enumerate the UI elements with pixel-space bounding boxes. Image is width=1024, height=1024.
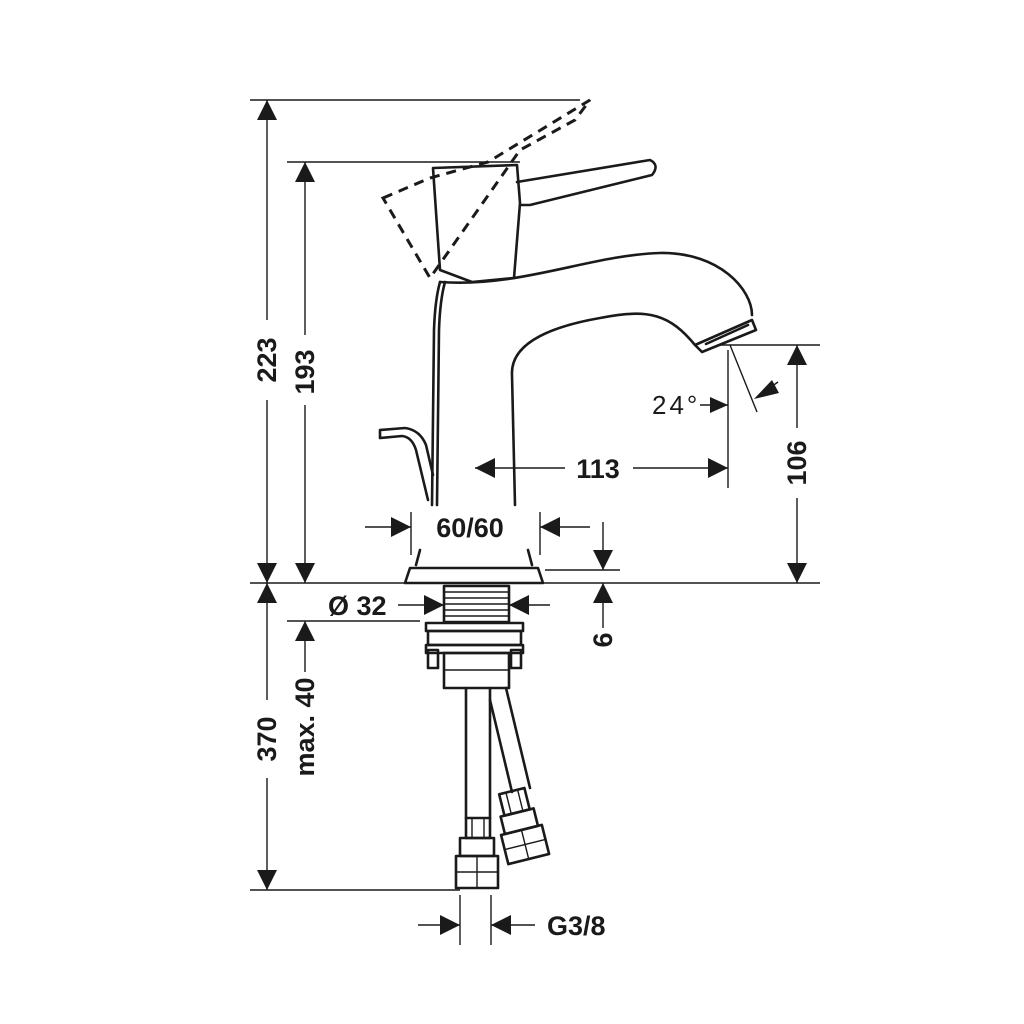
dimension-thread: G3/8 — [418, 911, 606, 941]
arrowhead — [787, 563, 807, 583]
dimension-223-label: 223 — [252, 337, 282, 382]
arrowhead — [491, 915, 511, 935]
shank-diameter-label: Ø 32 — [328, 591, 387, 621]
arrowhead — [440, 915, 460, 935]
base-diameter-label: 60/60 — [436, 513, 504, 543]
arrowhead — [509, 595, 529, 615]
hose-straight — [464, 686, 492, 820]
faucet-body — [378, 98, 758, 585]
arrowhead — [787, 345, 807, 365]
dimension-base-thickness: 6 — [588, 522, 618, 648]
dimension-106-label: 106 — [782, 440, 812, 485]
body-left-contour — [430, 280, 442, 507]
dimension-193: 193 — [290, 162, 320, 583]
dimension-193-label: 193 — [290, 349, 320, 394]
arrowhead — [708, 458, 728, 478]
dimension-spray-angle: 24° — [652, 380, 779, 420]
dimension-shank-diameter: Ø 32 — [328, 591, 550, 621]
arrowhead — [295, 162, 315, 182]
arrowhead — [257, 583, 277, 603]
arrowhead — [475, 458, 495, 478]
arrowhead — [540, 517, 560, 537]
dimension-370: 370 — [252, 583, 282, 890]
dimension-113: 113 — [475, 450, 728, 486]
dimension-370-label: 370 — [252, 716, 282, 761]
dimension-113-label: 113 — [576, 454, 620, 484]
supply-hoses — [454, 686, 551, 890]
arrowhead — [257, 870, 277, 890]
dimension-base-diameter: 60/60 — [365, 513, 590, 543]
base-plate — [403, 566, 545, 585]
dimension-max-counter: max. 40 — [290, 621, 320, 777]
arrowhead — [391, 517, 411, 537]
hose-fitting-straight — [464, 816, 492, 840]
popup-rod — [378, 426, 435, 502]
dimension-106: 106 — [782, 345, 812, 583]
arrowhead — [295, 563, 315, 583]
max-counter-label: max. 40 — [290, 677, 320, 776]
mounting-assembly — [424, 584, 525, 690]
lever-handle — [515, 158, 657, 207]
base-skirt — [414, 548, 534, 567]
spray-angle-label: 24° — [652, 390, 700, 420]
arrowhead — [424, 595, 444, 615]
spout-top — [438, 251, 754, 317]
lever-open-position — [380, 98, 592, 281]
base-thickness-label: 6 — [588, 632, 618, 647]
arrowhead — [257, 100, 277, 120]
dimension-223: 223 — [252, 100, 282, 583]
thread-label: G3/8 — [547, 911, 606, 941]
clamp-screw-left — [426, 648, 440, 670]
arrowhead — [295, 621, 315, 641]
arrowhead — [593, 550, 613, 570]
hose-angled — [488, 686, 532, 794]
clamp-screw-right — [509, 648, 523, 670]
arrowhead — [710, 397, 728, 413]
arrowhead — [593, 583, 613, 603]
aerator — [693, 318, 758, 354]
arrowhead — [754, 380, 779, 399]
spout-bottom — [510, 312, 697, 507]
arrowhead — [257, 563, 277, 583]
lever-cap — [431, 163, 522, 284]
